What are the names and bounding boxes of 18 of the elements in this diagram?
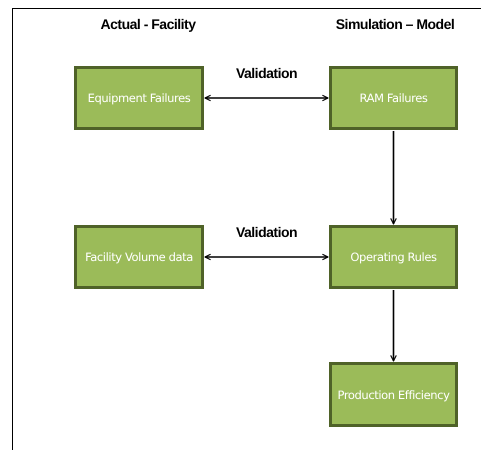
box-label: Equipment Failures: [88, 91, 190, 105]
arrow: [204, 254, 329, 260]
box-label: Operating Rules: [350, 250, 437, 264]
arrow: [204, 94, 329, 102]
box-label: Facility Volume data: [85, 250, 193, 264]
process-box: [329, 66, 458, 130]
edge-label: Validation: [236, 65, 298, 81]
column-heading: Actual - Facility: [100, 16, 196, 32]
arrow: [390, 131, 397, 225]
column-heading: Simulation – Model: [336, 16, 454, 32]
process-box: [74, 225, 204, 289]
edge-label: Validation: [236, 224, 298, 240]
box-label: RAM Failures: [360, 91, 428, 105]
box-label: Production Efficiency: [337, 388, 450, 402]
process-box: [329, 362, 458, 427]
arrow: [390, 290, 397, 362]
process-box: [329, 225, 458, 289]
process-box: [74, 66, 204, 130]
